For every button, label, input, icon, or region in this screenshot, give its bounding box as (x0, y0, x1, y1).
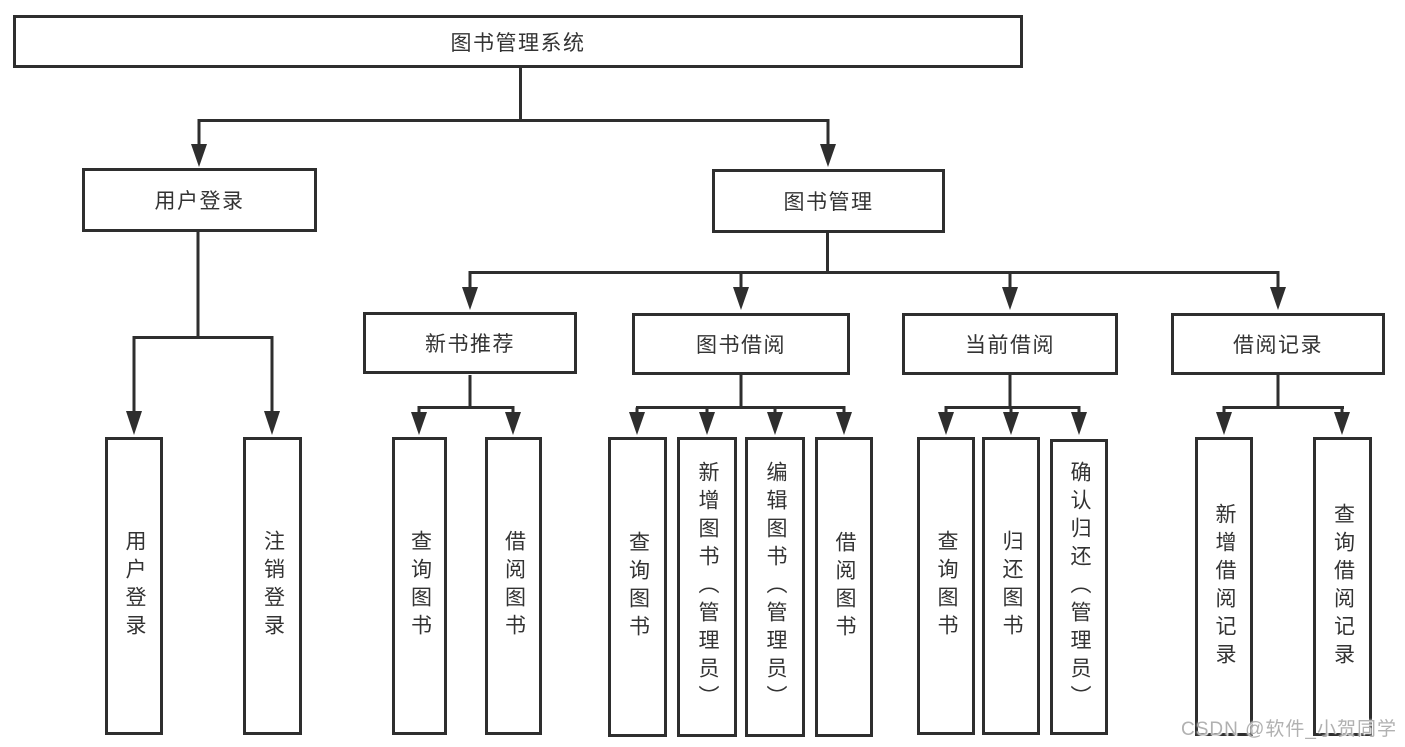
node-leaf-borrow-book-recommend: 借阅图书 (485, 437, 542, 735)
arrow-down-icon (411, 412, 427, 435)
arrow-down-icon (836, 412, 852, 435)
node-leaf-add-borrow-record: 新增借阅记录 (1195, 437, 1253, 736)
node-label: 查询图书 (626, 531, 650, 643)
node-leaf-return-book: 归还图书 (982, 437, 1040, 735)
arrow-down-icon (505, 412, 521, 435)
node-leaf-logout: 注销登录 (243, 437, 302, 735)
arrow-down-icon (1002, 287, 1018, 310)
arrow-down-icon (938, 412, 954, 435)
arrow-down-icon (820, 144, 836, 167)
arrow-down-icon (462, 287, 478, 310)
node-label: 图书借阅 (696, 334, 786, 357)
arrow-down-icon (1334, 412, 1350, 435)
node-label: 借阅记录 (1233, 334, 1323, 357)
node-leaf-query-book-current: 查询图书 (917, 437, 975, 735)
node-leaf-borrow-book-borrow: 借阅图书 (815, 437, 873, 737)
arrow-down-icon (1270, 287, 1286, 310)
node-label: 查询借阅记录 (1331, 502, 1355, 671)
arrow-down-icon (629, 412, 645, 435)
arrow-down-icon (1216, 412, 1232, 435)
node-leaf-confirm-return-admin: 确认归还（管理员） (1050, 439, 1108, 735)
node-label: 借阅图书 (833, 531, 856, 643)
node-borrowing-records: 借阅记录 (1171, 313, 1385, 375)
arrow-down-icon (191, 144, 207, 167)
node-root-library-system: 图书管理系统 (13, 15, 1023, 68)
arrow-down-icon (264, 411, 280, 435)
node-book-management: 图书管理 (712, 169, 945, 233)
node-label: 查询图书 (408, 530, 432, 642)
node-new-book-recommend: 新书推荐 (363, 312, 577, 374)
arrow-down-icon (126, 411, 142, 435)
node-label: 用户登录 (154, 190, 245, 213)
node-leaf-add-book-admin: 新增图书（管理员） (677, 437, 737, 737)
arrow-down-icon (767, 412, 783, 435)
node-label: 图书管理系统 (450, 31, 586, 55)
node-label: 归还图书 (1000, 530, 1023, 642)
node-label: 新书推荐 (425, 333, 515, 356)
watermark: CSDN @软件_小贺同学 (1181, 719, 1397, 740)
node-book-borrowing: 图书借阅 (632, 313, 850, 375)
node-label: 图书管理 (783, 191, 874, 214)
node-current-borrowing: 当前借阅 (902, 313, 1118, 375)
node-label: 用户登录 (123, 530, 146, 642)
node-label: 查询图书 (935, 530, 958, 642)
connector-lines (132, 68, 1344, 413)
arrow-down-icon (1003, 412, 1019, 435)
node-label: 注销登录 (261, 530, 285, 642)
node-leaf-user-login: 用户登录 (105, 437, 163, 735)
node-leaf-query-borrow-record: 查询借阅记录 (1313, 437, 1372, 736)
arrow-down-icon (733, 287, 749, 310)
node-label: 编辑图书（管理员） (764, 461, 787, 713)
node-label: 当前借阅 (965, 334, 1055, 357)
node-label: 借阅图书 (502, 530, 526, 642)
node-leaf-query-book-borrow: 查询图书 (608, 437, 667, 737)
node-leaf-query-book-recommend: 查询图书 (392, 437, 447, 735)
node-label: 确认归还（管理员） (1068, 461, 1091, 713)
node-label: 新增图书（管理员） (696, 461, 719, 713)
arrow-down-icon (1071, 412, 1087, 435)
node-user-login: 用户登录 (82, 168, 317, 232)
node-leaf-edit-book-admin: 编辑图书（管理员） (745, 437, 805, 737)
arrow-down-icon (699, 412, 715, 435)
node-label: 新增借阅记录 (1213, 502, 1236, 671)
